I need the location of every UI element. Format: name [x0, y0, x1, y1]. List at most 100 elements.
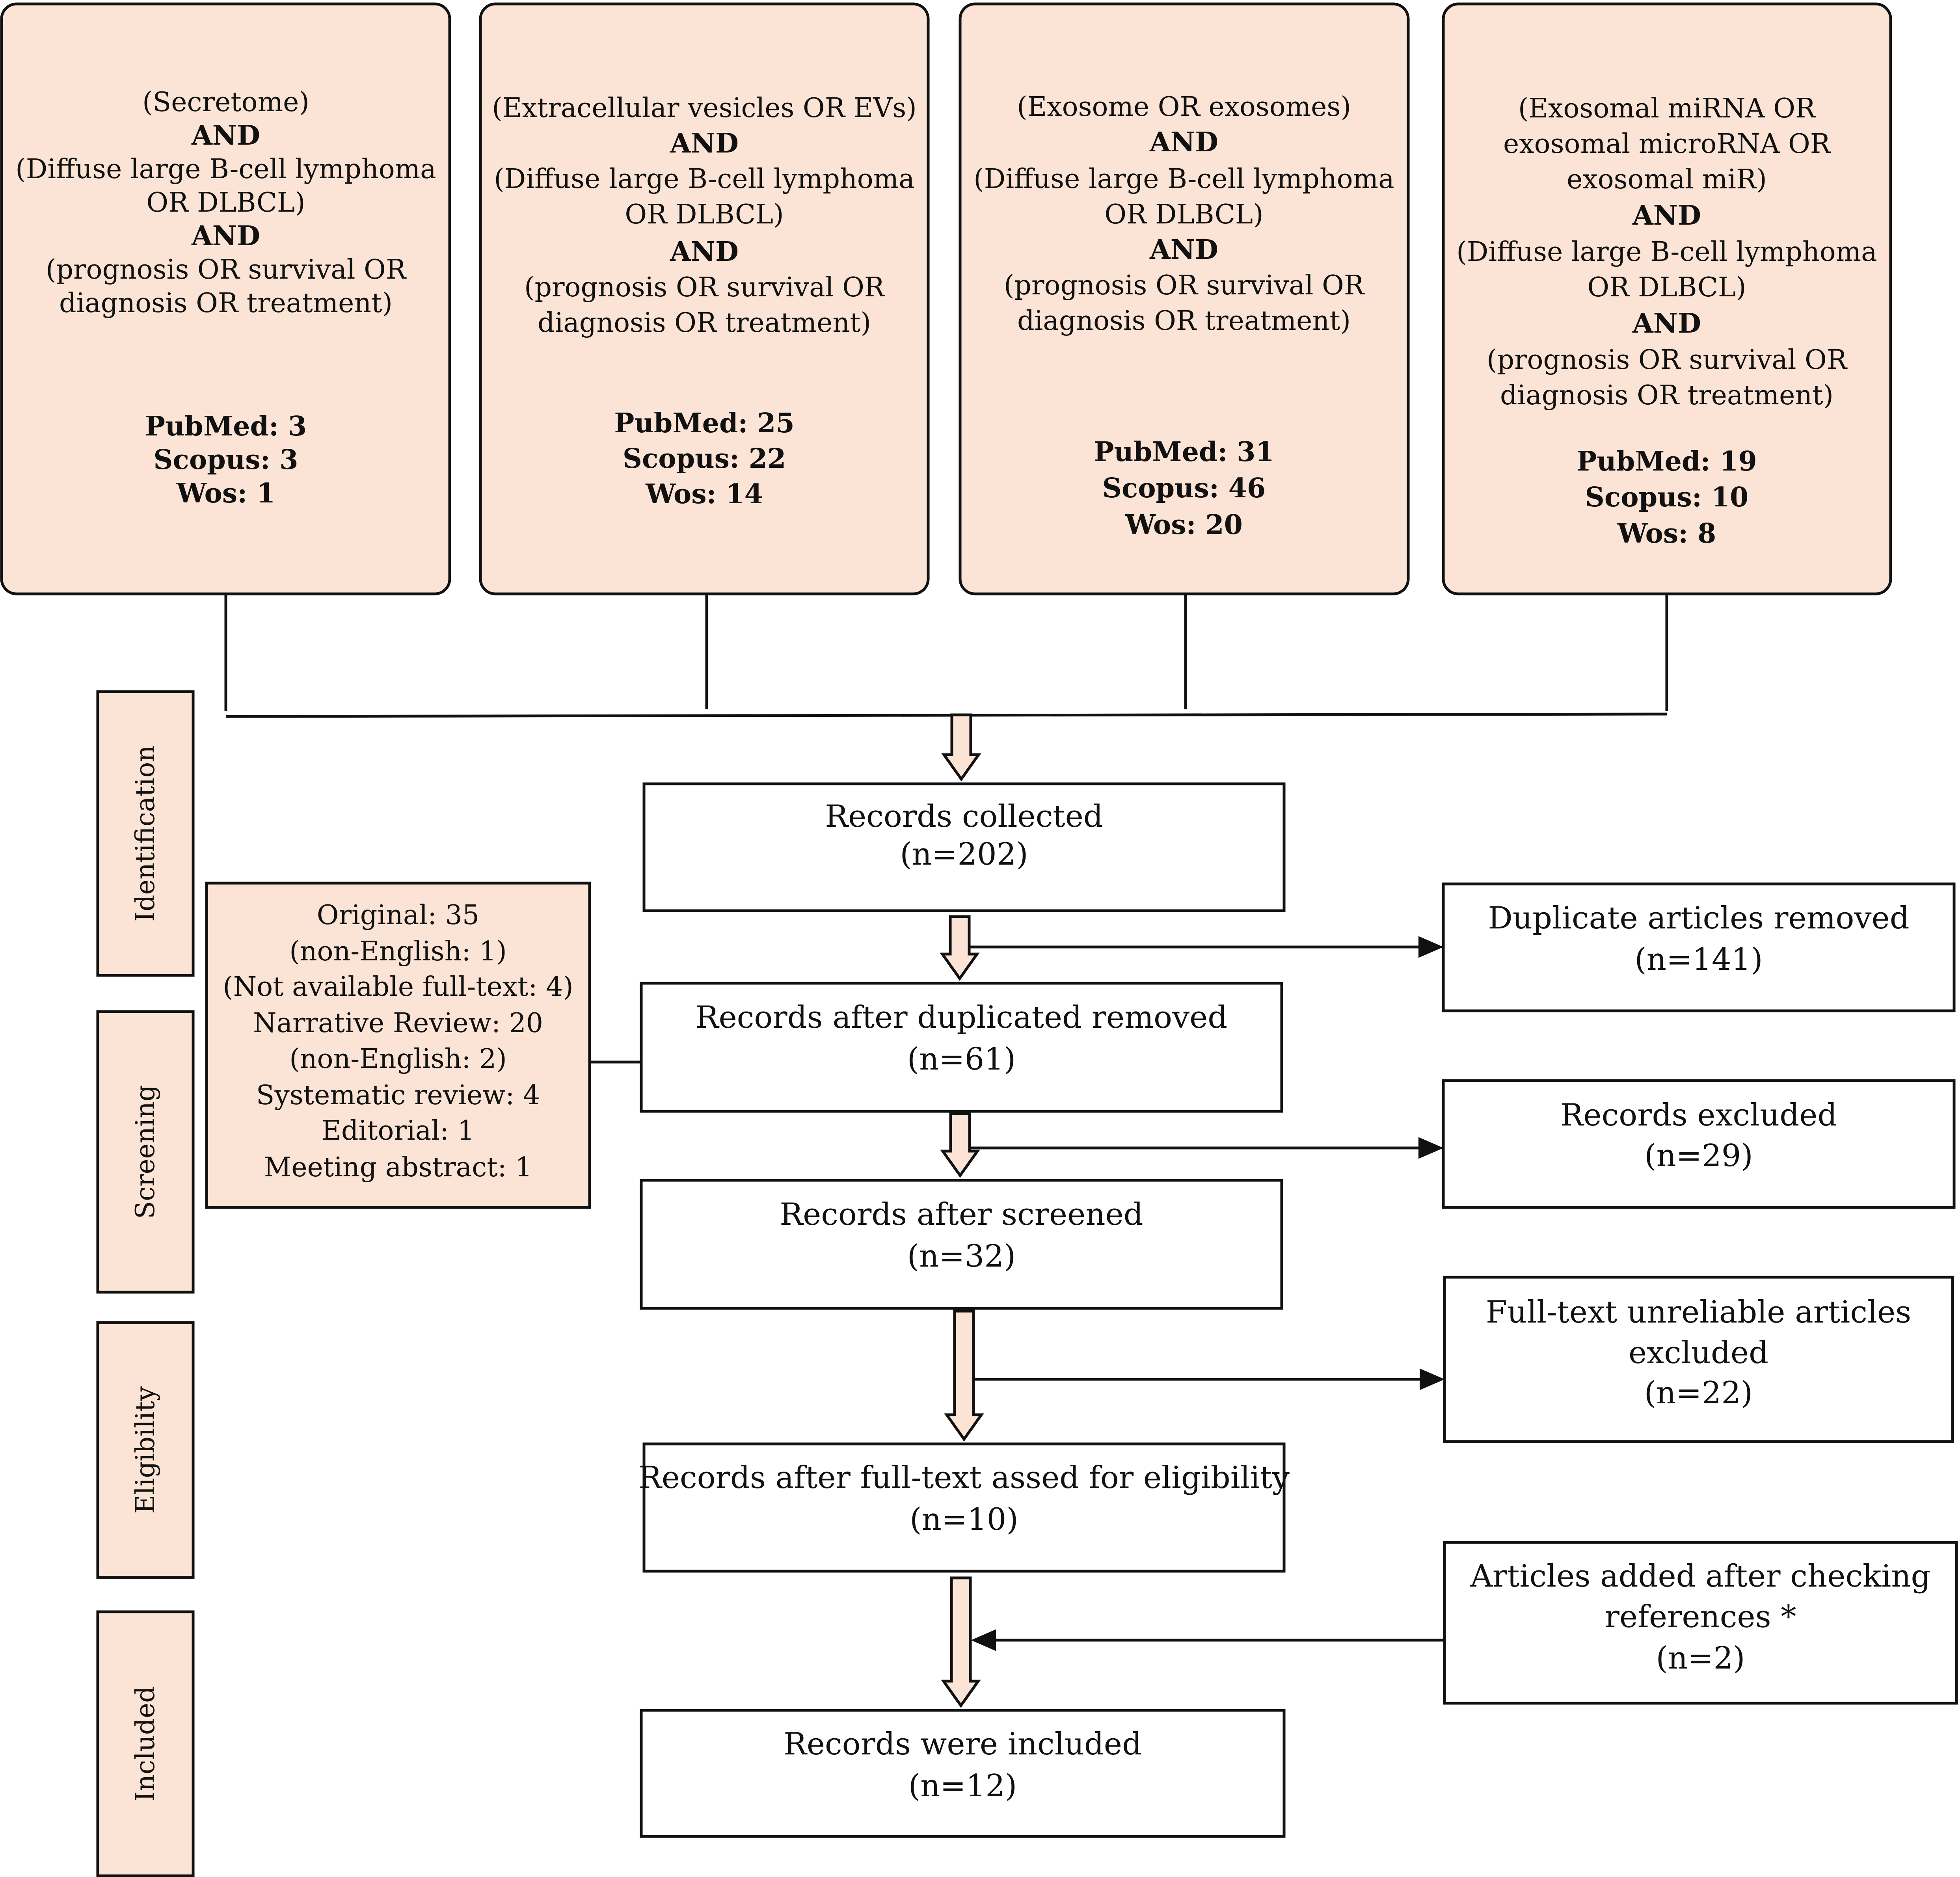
search-query-line: AND: [670, 128, 739, 159]
excluded-breakdown-line: Editorial: 1: [322, 1115, 475, 1146]
database-count: Wos: 1: [176, 478, 275, 509]
search-query-line: OR DLBCL): [1587, 272, 1746, 303]
side-outcome-text: excluded: [1629, 1335, 1768, 1371]
search-query-line: (prognosis OR survival OR: [1487, 344, 1848, 376]
search-query-line: AND: [1632, 308, 1701, 339]
search-query-line: OR DLBCL): [1104, 199, 1263, 230]
flow-step-label: Records after duplicated removed: [696, 1000, 1227, 1035]
search-query-line: OR DLBCL): [625, 199, 784, 230]
search-query-line: (Exosomal miRNA OR: [1518, 93, 1816, 124]
merge-line: [225, 712, 1667, 718]
side-outcome-box: [1442, 1079, 1956, 1209]
excluded-breakdown-line: (non-English: 1): [289, 936, 507, 967]
flow-step-box: [642, 782, 1286, 912]
search-query-line: AND: [1632, 200, 1701, 231]
excluded-breakdown-line: Original: 35: [317, 900, 479, 931]
flow-step-count: (n=32): [907, 1239, 1016, 1274]
flow-step-count: (n=12): [908, 1768, 1017, 1804]
flow-step-label: Records after full-text assed for eligib…: [638, 1460, 1290, 1496]
stage-label: Included: [130, 1686, 160, 1802]
side-outcome-text: (n=141): [1634, 942, 1763, 977]
stage-label-box: [96, 1321, 195, 1579]
stage-label: Identification: [130, 745, 160, 922]
search-query-line: exosomal microRNA OR: [1503, 128, 1831, 160]
arrowhead-left: [971, 1629, 996, 1651]
side-outcome-text: Duplicate articles removed: [1488, 900, 1909, 936]
side-outcome-text: (n=29): [1644, 1138, 1753, 1174]
search-query-line: AND: [1149, 126, 1218, 158]
search-query-line: AND: [191, 120, 260, 151]
side-outcome-text: (n=2): [1656, 1641, 1745, 1676]
search-query-line: (Extracellular vesicles OR EVs): [492, 93, 917, 124]
database-count: PubMed: 3: [145, 411, 307, 442]
down-arrow: [941, 1576, 981, 1708]
search-query-line: diagnosis OR treatment): [59, 288, 393, 319]
search-query-line: (prognosis OR survival OR: [46, 254, 407, 285]
search-query-line: diagnosis OR treatment): [538, 307, 871, 339]
excluded-breakdown-line: Meeting abstract: 1: [264, 1152, 532, 1183]
database-count: PubMed: 31: [1094, 436, 1274, 468]
database-count: Wos: 8: [1617, 518, 1716, 549]
search-query-line: (prognosis OR survival OR: [1004, 270, 1365, 301]
database-count: Scopus: 3: [153, 444, 298, 476]
down-arrow: [941, 713, 981, 782]
flow-step-count: (n=61): [907, 1042, 1016, 1077]
database-count: Scopus: 10: [1585, 482, 1749, 513]
search-query-line: (Diffuse large B-cell lymphoma: [15, 154, 436, 185]
flow-step-box: [640, 982, 1283, 1113]
flow-step-box: [640, 1179, 1283, 1310]
excluded-breakdown-box: [205, 882, 591, 1209]
search-strategy-box: [479, 2, 930, 595]
search-query-line: (Secretome): [142, 87, 309, 118]
stage-label-box: [96, 1610, 195, 1877]
side-outcome-text: Records excluded: [1560, 1098, 1837, 1133]
database-count: Wos: 20: [1125, 509, 1243, 541]
side-outcome-text: Full-text unreliable articles: [1486, 1295, 1911, 1330]
side-outcome-box: [1442, 882, 1956, 1012]
database-count: Scopus: 46: [1102, 473, 1266, 504]
search-query-line: diagnosis OR treatment): [1500, 380, 1833, 411]
flow-step-label: Records collected: [825, 799, 1103, 834]
database-count: PubMed: 25: [614, 407, 795, 439]
search-query-line: AND: [191, 220, 260, 252]
side-outcome-box: [1443, 1541, 1958, 1705]
search-query-line: AND: [670, 236, 739, 268]
search-query-line: exosomal miR): [1567, 164, 1767, 195]
search-query-line: (Diffuse large B-cell lymphoma: [494, 164, 914, 195]
side-outcome-box: [1443, 1276, 1954, 1443]
database-count: Scopus: 22: [623, 443, 786, 474]
stage-label: Screening: [130, 1085, 160, 1219]
side-outcome-text: references *: [1605, 1599, 1796, 1635]
database-count: PubMed: 19: [1577, 446, 1757, 477]
stage-label-box: [96, 1010, 195, 1294]
stage-label-box: [96, 690, 195, 977]
search-query-line: diagnosis OR treatment): [1017, 305, 1351, 337]
search-query-line: OR DLBCL): [146, 187, 305, 218]
excluded-breakdown-line: Narrative Review: 20: [253, 1008, 543, 1039]
flow-step-box: [640, 1709, 1286, 1838]
flow-step-count: (n=202): [900, 837, 1028, 872]
down-arrow: [940, 1112, 980, 1178]
down-arrow: [940, 915, 980, 981]
flow-step-label: Records were included: [784, 1726, 1142, 1762]
flow-step-count: (n=10): [910, 1502, 1018, 1537]
excluded-breakdown-line: (non-English: 2): [289, 1044, 507, 1075]
flow-step-label: Records after screened: [780, 1197, 1143, 1232]
down-arrow: [944, 1310, 984, 1442]
arrowhead-right: [1418, 1137, 1444, 1159]
search-query-line: (Diffuse large B-cell lymphoma: [1456, 236, 1877, 268]
excluded-breakdown-line: (Not available full-text: 4): [223, 971, 573, 1003]
flow-step-box: [642, 1442, 1286, 1573]
side-outcome-text: (n=22): [1644, 1375, 1753, 1411]
database-count: Wos: 14: [645, 478, 763, 510]
search-query-line: (Exosome OR exosomes): [1017, 91, 1351, 123]
arrowhead-right: [1420, 1368, 1445, 1390]
stage-label: Eligibility: [130, 1386, 160, 1514]
side-outcome-text: Articles added after checking: [1470, 1559, 1931, 1594]
search-query-line: (Diffuse large B-cell lymphoma: [973, 164, 1394, 195]
search-query-line: AND: [1149, 234, 1218, 266]
search-query-line: (prognosis OR survival OR: [524, 272, 885, 303]
excluded-breakdown-line: Systematic review: 4: [256, 1080, 540, 1111]
